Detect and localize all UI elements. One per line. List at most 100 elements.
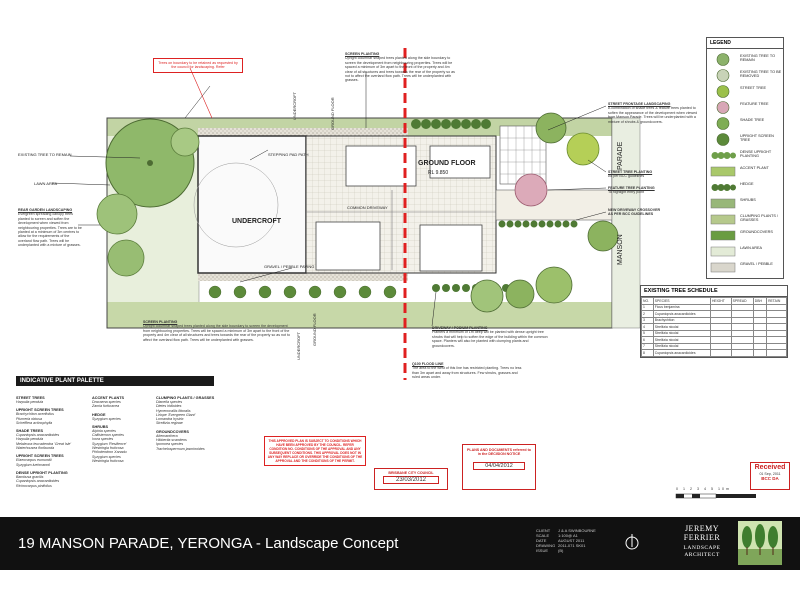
palette-plant: Philodendron Xanadu (92, 450, 127, 455)
legend-item-label: DENSE UPRIGHT PLANTING (740, 150, 772, 159)
palette-plant: Westringia fruticosa (92, 458, 124, 463)
meta-key: CLIENT (536, 528, 551, 533)
palette-plant: Elaeocarpus eumundii (16, 458, 52, 463)
palette-heading: UPRIGHT SCREEN TREES (16, 454, 64, 459)
legend-item-label: SHRUBS (740, 198, 756, 202)
screen-planting-bottom-note: SCREEN PLANTING Upright columnar shaped … (143, 320, 293, 342)
legend-item-label: HEDGE (740, 182, 754, 186)
palette-plant: Bambusa gracilis (16, 474, 44, 479)
hedge-swatch (710, 181, 736, 194)
gravel-band-bottom (198, 273, 408, 281)
legend-item: EXISTING TREE TO REMAIN (710, 52, 782, 67)
schedule-cell (709, 349, 732, 357)
street-frontage-text: A combination of shade trees & feature t… (608, 106, 698, 124)
hedge-top (411, 119, 491, 129)
schedule-title: EXISTING TREE SCHEDULE (641, 286, 787, 297)
legend-item-label: EXISTING TREE TO BE REMOVED (740, 70, 782, 79)
palette-plant: Schefflera actinophylla (16, 420, 53, 425)
schedule-cell (730, 349, 754, 357)
project-title: 19 MANSON PARADE, YERONGA - Landscape Co… (18, 535, 399, 552)
ground-floor-vertical-bottom-label: GROUND FLOOR (312, 313, 317, 346)
screen-planting-bottom-text: Upright columnar shaped trees planted al… (143, 324, 291, 342)
rear-garden-note: REAR GARDEN LANDSCAPING Evergreen spread… (18, 208, 82, 248)
street-tree-1 (566, 132, 600, 166)
street-frontage-title: STREET FRONTAGE LANDSCAPING (608, 102, 671, 106)
legend-item-label: UPRIGHT SCREEN TREE (740, 134, 774, 143)
legend-item: SHRUBS (710, 196, 782, 211)
palette-plant: Strelitzia reginae (156, 421, 183, 426)
accent-plant-swatch (710, 165, 736, 178)
shrubs-swatch (710, 197, 736, 210)
palette-heading: CLUMPING PLANTS / GRASSES (156, 396, 215, 400)
schedule-cell: 8 (641, 349, 654, 357)
q100-text: The area to the west of this line has re… (412, 366, 522, 380)
existing-tree-note: EXISTING TREE TO REMAIN (18, 152, 72, 157)
driveway-podium-title: DRIVEWAY / PODIUM PLANTING (432, 326, 488, 330)
decision-notice-stamp: PLANS AND DOCUMENTS referred to in the D… (462, 444, 536, 490)
legend-item: CLUMPING PLANTS / GRASSES (710, 212, 782, 227)
scale-bar (675, 493, 756, 499)
north-arrow-icon (625, 534, 639, 550)
bcc-stamp-date: 23/03/2012 (383, 476, 439, 484)
tree-remove-swatch (710, 69, 736, 82)
rear-tree-1 (96, 193, 138, 235)
legend-item-label: LAWN AREA (740, 246, 763, 250)
firm-name-line-1: JEREMY (684, 524, 720, 533)
palette-heading: STREET TREES (16, 396, 45, 400)
common-driveway-label: COMMON DRIVEWAY (347, 205, 388, 210)
driveway-note: NEW DRIVEWAY CROSSOVER AS PER BCC GUIDEL… (608, 208, 703, 217)
scale-bar-text: 0 1 2 3 4 5 10m (676, 487, 731, 491)
palette-plant: Ipomoea species (156, 442, 184, 447)
palette-plant: Hibbertia scandens (156, 438, 187, 443)
legend-item-label: GRAVEL / PEBBLE (740, 262, 773, 266)
legend-item: ACCENT PLANT (710, 164, 782, 179)
decision-stamp-title: PLANS AND DOCUMENTS referred to in the D… (467, 448, 531, 457)
feature-tree-note: FEATURE TREE PLANTING To highlight entry… (608, 186, 703, 195)
firm-name: JEREMY FERRIER (672, 524, 732, 542)
shade-tree-swatch (710, 117, 736, 130)
dense-upright-swatch (710, 149, 736, 162)
palette-heading: SHADE TREES (16, 429, 44, 434)
shade-tree-2 (587, 220, 619, 252)
palette-plant: Hymenocallis littoralis (156, 408, 191, 413)
shade-tree-front (535, 112, 567, 144)
screen-tree-swatch (710, 133, 736, 146)
palette-plant: Waterhousea floribunda (16, 446, 55, 451)
palette-heading: HEDGE (92, 412, 106, 417)
received-ref: BCC DA (761, 476, 779, 481)
legend-item-label: FEATURE TREE (740, 102, 769, 106)
approval-conditions-box: This approved plan is subject to conditi… (264, 436, 366, 466)
street-tree-note: STREET TREE PLANTING As per BCC guidelin… (608, 170, 703, 179)
gravel-paving-label: GRAVEL / PEBBLE PAVING (264, 264, 315, 269)
legend-title: LEGEND (707, 38, 783, 49)
street-frontage-note: STREET FRONTAGE LANDSCAPING A combinatio… (608, 102, 703, 124)
palette-plant: Zamia furfuracea (92, 404, 120, 409)
palette-plant: Brachychiton acerifolius (16, 412, 54, 417)
lawn-circle (193, 162, 279, 248)
screen-planting-top-note: SCREEN PLANTING Upright columnar shaped … (345, 52, 455, 83)
palette-plant: Cupaniopsis anacardioides (16, 479, 60, 484)
legend-item-label: EXISTING TREE TO REMAIN (740, 54, 776, 63)
legend-item-label: ACCENT PLANT (740, 166, 769, 170)
bcc-stamp: BRISBANE CITY COUNCIL 23/03/2012 (374, 468, 448, 490)
meta-value: 2011-071 SK01 (558, 543, 586, 548)
ground-floor-label: GROUND FLOOR (418, 160, 476, 167)
palette-plant: Syzygium species (92, 454, 121, 459)
stepping-pad-label: STEPPING PAD PATH (268, 152, 309, 157)
screen-planting-bottom-title: SCREEN PLANTING (143, 320, 178, 324)
palette-plant: Lomandra hystrix (156, 417, 184, 422)
palette-plant: Dracaena species (92, 400, 121, 404)
shade-tree-4 (505, 279, 535, 309)
legend-item-label: STREET TREE (740, 86, 767, 90)
palette-plant: Ixora species (92, 437, 114, 442)
firm-sub-line-1: LANDSCAPE (683, 545, 721, 551)
meta-value: (B) (558, 548, 564, 553)
rear-tree-3 (170, 127, 200, 157)
